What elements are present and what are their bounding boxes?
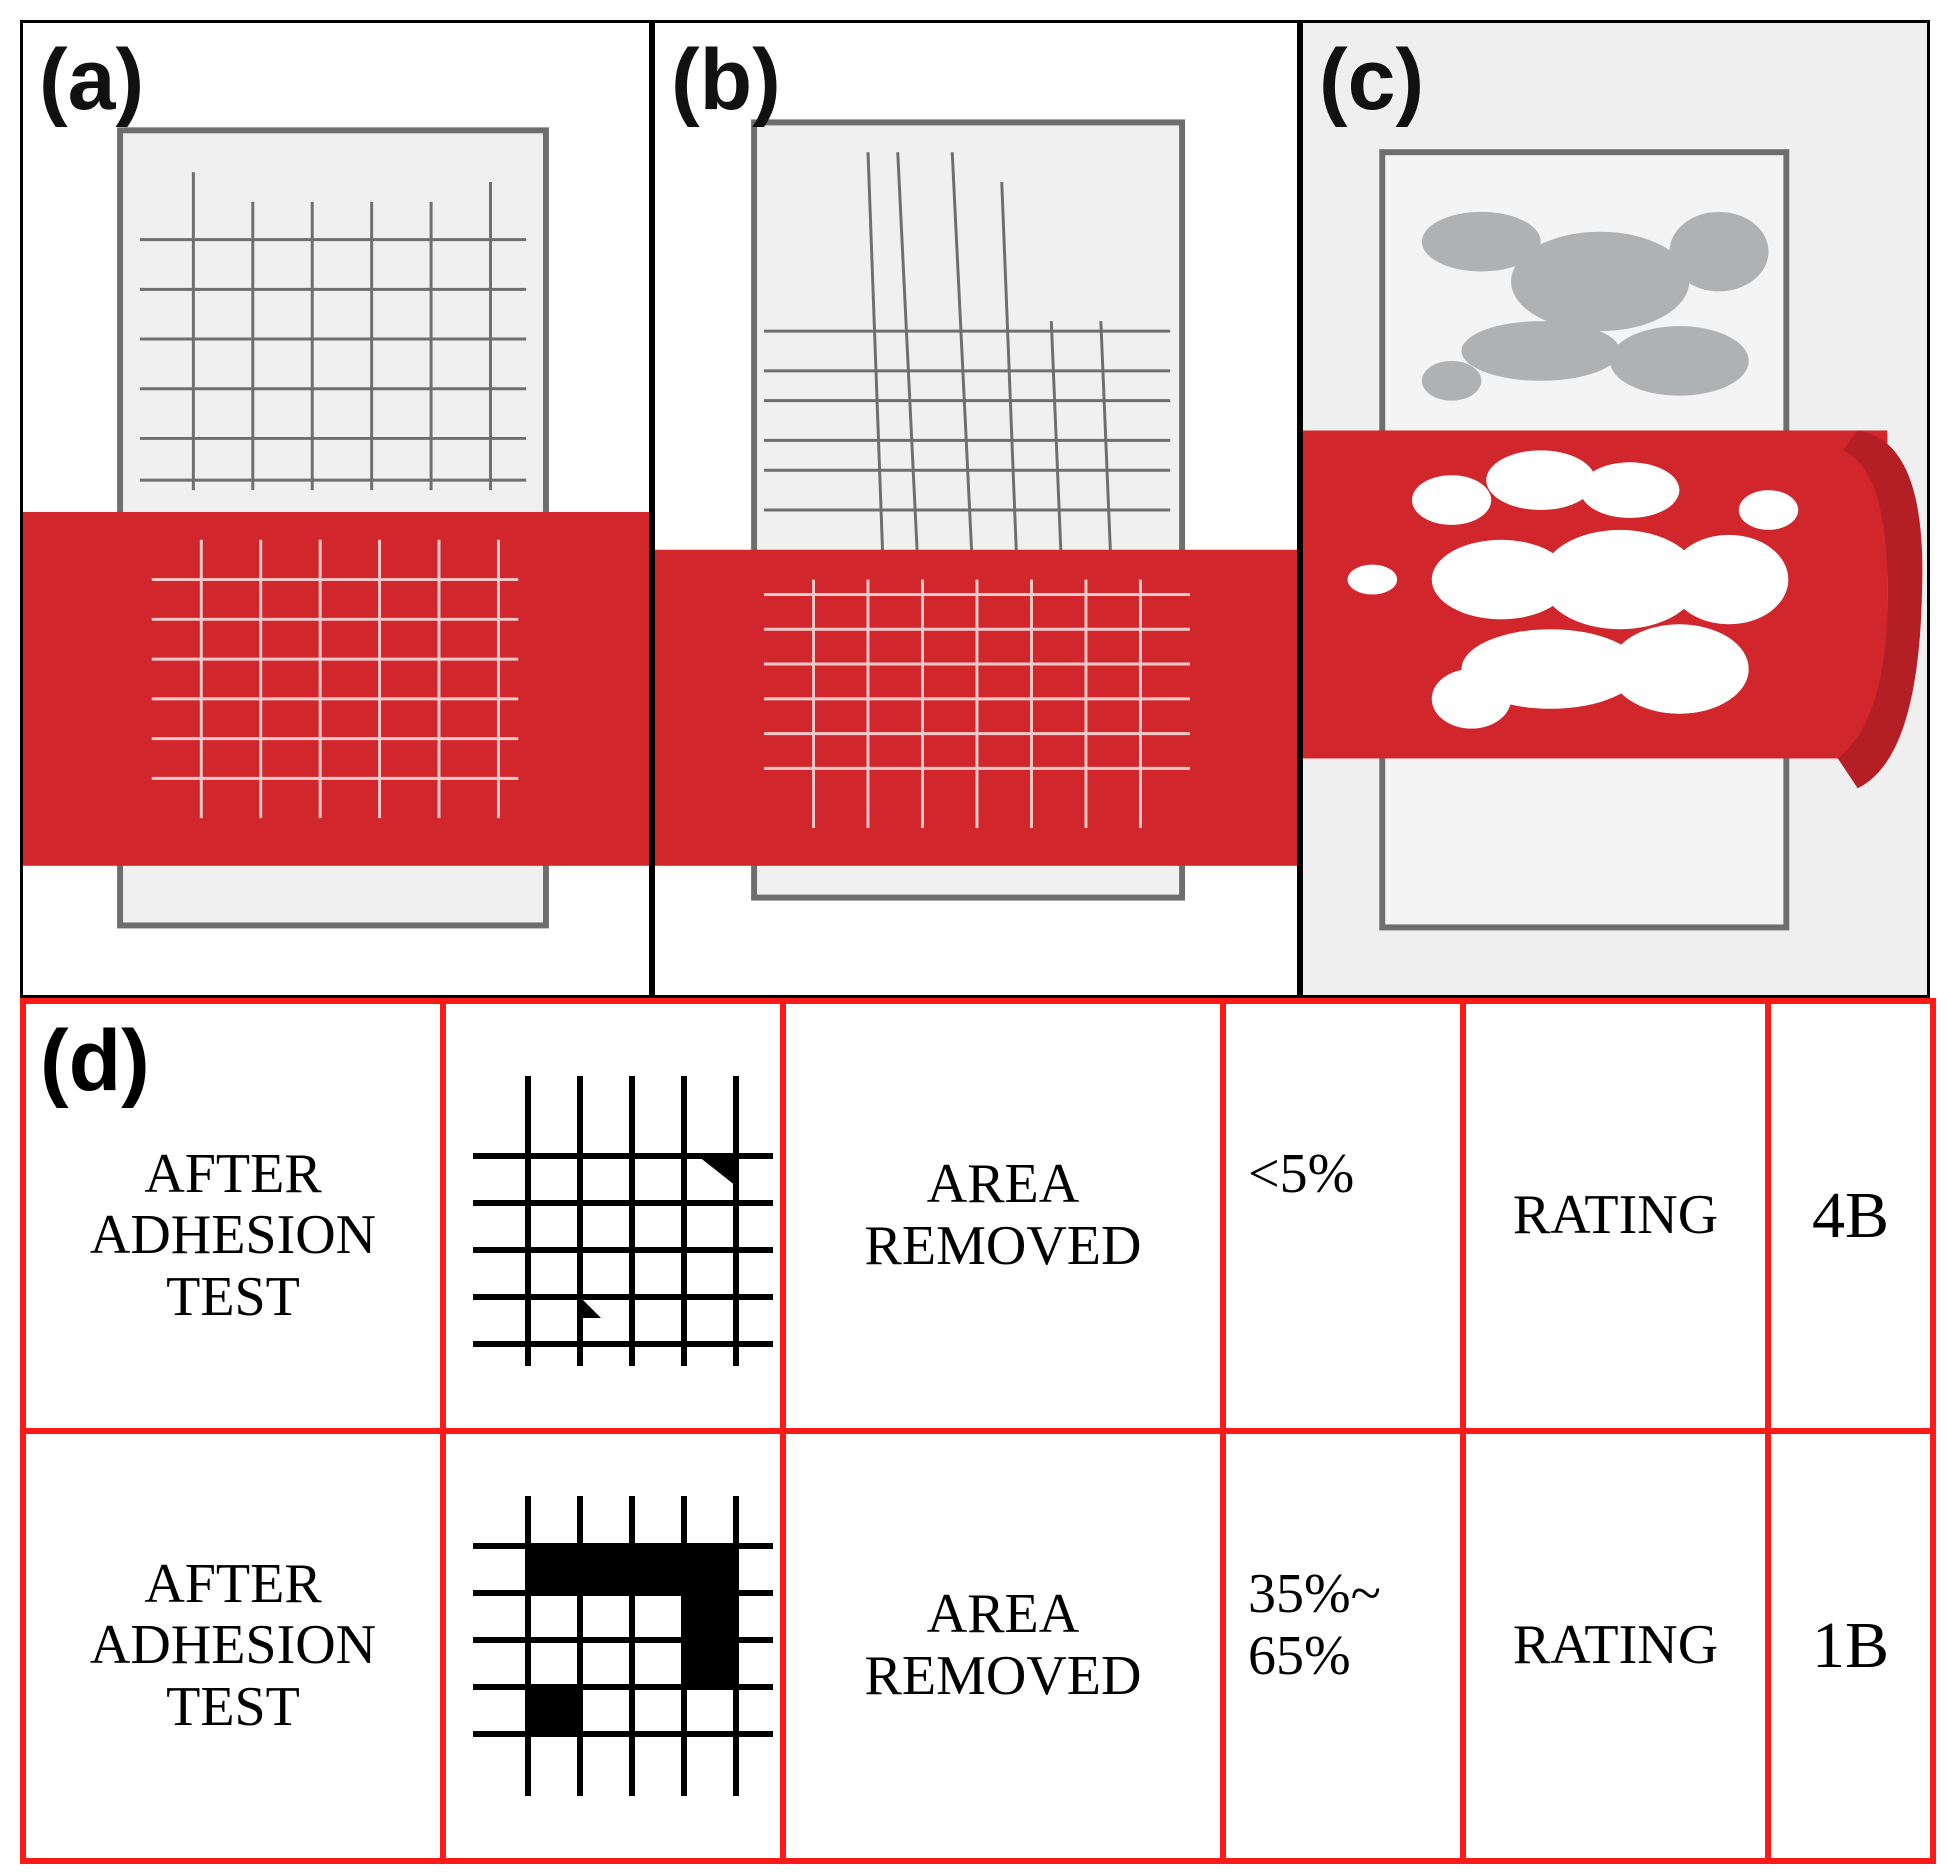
panel-label-b: (b) [671, 32, 781, 128]
crosscut-diagram-1b [440, 1428, 786, 1864]
area-value-cell: 35%~ 65% [1220, 1428, 1466, 1864]
crosscut-diagram-4b [440, 998, 786, 1434]
area-value-cell: <5% [1220, 998, 1466, 1434]
table-row: (d) AFTER ADHESION TEST [20, 998, 1936, 1434]
crosshatch-upper-a [139, 172, 527, 491]
panel-b-photo [655, 23, 1297, 995]
photo-panel-b: (b) [652, 20, 1300, 998]
description-cell: (d) AFTER ADHESION TEST [20, 998, 446, 1434]
photo-panel-a: (a) [20, 20, 652, 998]
description-line: AFTER [144, 1552, 322, 1615]
description-cell: AFTER ADHESION TEST [20, 1428, 446, 1864]
area-label-line: REMOVED [864, 1645, 1142, 1707]
area-label-line: REMOVED [864, 1215, 1142, 1277]
area-label-line: AREA [926, 1583, 1080, 1646]
panel-label-a: (a) [39, 32, 145, 128]
tape-a [23, 511, 649, 866]
area-value: <5% [1248, 1143, 1355, 1205]
description-line: TEST [166, 1675, 300, 1738]
exposed-substrate-c [1421, 211, 1769, 401]
description-line: ADHESION [89, 1614, 377, 1677]
panel-label-c: (c) [1319, 32, 1425, 128]
grid-pattern-4b [473, 1076, 773, 1366]
crosshatch-tape-b [763, 579, 1190, 829]
rating-value: 4B [1811, 1178, 1890, 1252]
area-value-line: 65% [1248, 1624, 1351, 1687]
area-label-cell: AREA REMOVED [780, 1428, 1226, 1864]
panel-c-photo [1303, 23, 1927, 995]
area-value-line: 35%~ [1248, 1563, 1381, 1625]
area-label-line: AREA [926, 1153, 1080, 1216]
description-line: ADHESION [89, 1204, 377, 1267]
rating-label: RATING [1512, 1614, 1719, 1677]
crosshatch-upper-b [763, 152, 1171, 560]
table-row: AFTER ADHESION TEST [20, 1428, 1936, 1864]
description-line: AFTER [144, 1142, 322, 1205]
photo-panel-c: (c) [1300, 20, 1930, 998]
panel-a-photo [23, 23, 649, 995]
rating-value: 1B [1811, 1608, 1890, 1682]
description-line: TEST [166, 1265, 300, 1328]
rating-label: RATING [1512, 1184, 1719, 1247]
rating-label-cell: RATING [1460, 1428, 1771, 1864]
adhesion-rating-table: (d) AFTER ADHESION TEST [20, 998, 1936, 1864]
tape-curl-c [1837, 430, 1923, 789]
rating-value-cell: 4B [1765, 998, 1936, 1434]
area-label-cell: AREA REMOVED [780, 998, 1226, 1434]
panel-label-d: (d) [40, 1013, 150, 1109]
crosshatch-tape-a [151, 539, 519, 819]
rating-value-cell: 1B [1765, 1428, 1936, 1864]
flakes-c [1347, 450, 1799, 729]
rating-label-cell: RATING [1460, 998, 1771, 1434]
grid-pattern-1b [473, 1496, 773, 1796]
